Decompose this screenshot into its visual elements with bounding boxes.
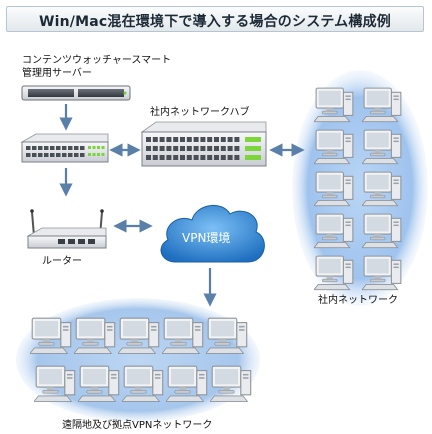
hub-port [146, 155, 151, 160]
network-hub [140, 121, 267, 167]
hub-port [207, 155, 213, 160]
hub-port [146, 137, 151, 142]
vpn-label: VPN環境 [182, 231, 231, 245]
router-label: ルーター [42, 256, 82, 267]
switch-port [56, 146, 61, 150]
switch-port [68, 146, 73, 150]
hub-port [173, 155, 179, 160]
hub-port [220, 137, 226, 142]
hub-port [200, 137, 206, 142]
hub-port [173, 146, 179, 151]
hub-port [227, 146, 233, 151]
hub-port [159, 146, 165, 151]
hub-port [207, 137, 213, 142]
switch-port [44, 146, 49, 150]
server-label-line2: 管理用サーバー [22, 68, 92, 79]
switch-led [101, 153, 105, 156]
hub-port [234, 155, 240, 160]
hub-port [173, 137, 179, 142]
hub-led [245, 137, 261, 142]
lan-glow [292, 70, 428, 306]
hub-port [193, 146, 199, 151]
diagram-title: Win/Mac混在環境下で導入する場合のシステム構成例 [39, 14, 391, 30]
hub-port [166, 137, 172, 142]
hub-port [200, 155, 206, 160]
hub-port [193, 137, 199, 142]
switch-led [97, 153, 100, 156]
hub-port [220, 155, 226, 160]
hub-led [245, 146, 261, 151]
remote-pc-icon [210, 365, 252, 402]
switch-port [74, 146, 79, 150]
router-device [26, 209, 107, 249]
switch-led [88, 153, 91, 156]
hub-port [166, 146, 172, 151]
switch-led [92, 153, 96, 156]
hub-port [207, 146, 213, 151]
switch-port [56, 153, 61, 157]
hub-port [186, 155, 192, 160]
switch-device [20, 133, 109, 163]
switch-port [32, 153, 37, 157]
connection-arrows [59, 104, 305, 307]
hub-port [180, 137, 185, 142]
remote-clients-group [16, 298, 260, 422]
switch-port [80, 146, 85, 150]
switch-port [26, 146, 31, 150]
hub-port [193, 155, 199, 160]
server-label-line1: コンテンツウォッチャースマート [22, 55, 172, 66]
switch-led [97, 146, 100, 149]
remote-glow [16, 298, 260, 422]
switch-port [80, 153, 85, 157]
remote-clients-label: 遠隔地及び拠点VPNネットワーク [62, 420, 213, 431]
switch-port [50, 153, 55, 157]
hub-port [166, 155, 172, 160]
vpn-cloud [160, 205, 265, 263]
hub-port [146, 146, 151, 151]
hub-port [214, 137, 219, 142]
hub-port [159, 137, 165, 142]
hub-port [227, 155, 233, 160]
switch-port [38, 146, 43, 150]
hub-led [245, 155, 261, 160]
hub-port [152, 137, 158, 142]
lan-clients-group [292, 70, 428, 306]
lan-clients-label: 社内ネットワーク [318, 295, 398, 306]
switch-port [62, 153, 67, 157]
hub-port [180, 146, 185, 151]
hub-port [227, 137, 233, 142]
hub-label: 社内ネットワークハブ [150, 107, 250, 118]
switch-port [44, 153, 49, 157]
hub-port [214, 155, 219, 160]
switch-port [32, 146, 37, 150]
hub-port [214, 146, 219, 151]
switch-port [50, 146, 55, 150]
switch-port [26, 153, 31, 157]
switch-port [74, 153, 79, 157]
switch-led [101, 146, 105, 149]
hub-port [234, 137, 240, 142]
hub-port [186, 137, 192, 142]
management-server [21, 85, 131, 101]
hub-port [186, 146, 192, 151]
hub-port [152, 146, 158, 151]
switch-led [88, 146, 91, 149]
hub-port [200, 146, 206, 151]
title-bar: Win/Mac混在環境下で導入する場合のシステム構成例 [6, 6, 424, 32]
hub-port [234, 146, 240, 151]
switch-port [68, 153, 73, 157]
hub-port [152, 155, 158, 160]
hub-port [159, 155, 165, 160]
hub-port [180, 155, 185, 160]
hub-port [220, 146, 226, 151]
switch-port [38, 153, 43, 157]
switch-port [62, 146, 67, 150]
switch-led [92, 146, 96, 149]
